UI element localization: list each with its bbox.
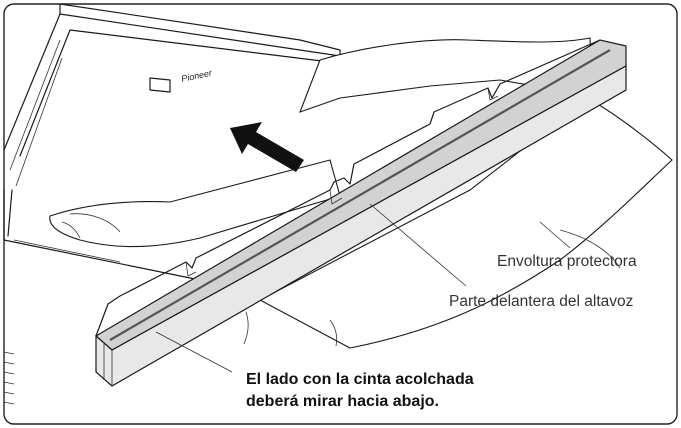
speaker-bar	[94, 39, 627, 387]
protective-wrap	[49, 37, 673, 349]
note-line-2: deberá mirar hacia abajo.	[246, 393, 439, 410]
tape-leader-line	[155, 331, 233, 373]
label-speaker-front: Parte delantera del altavoz	[449, 293, 633, 310]
front-leader-line	[369, 203, 467, 287]
arrow-up-left-icon	[230, 122, 304, 172]
note-line-1: El lado con la cinta acolchada	[246, 371, 474, 388]
padded-tape	[109, 49, 611, 341]
wrap-leader-line	[539, 221, 571, 249]
label-protective-wrap: Envoltura protectora	[497, 253, 637, 270]
